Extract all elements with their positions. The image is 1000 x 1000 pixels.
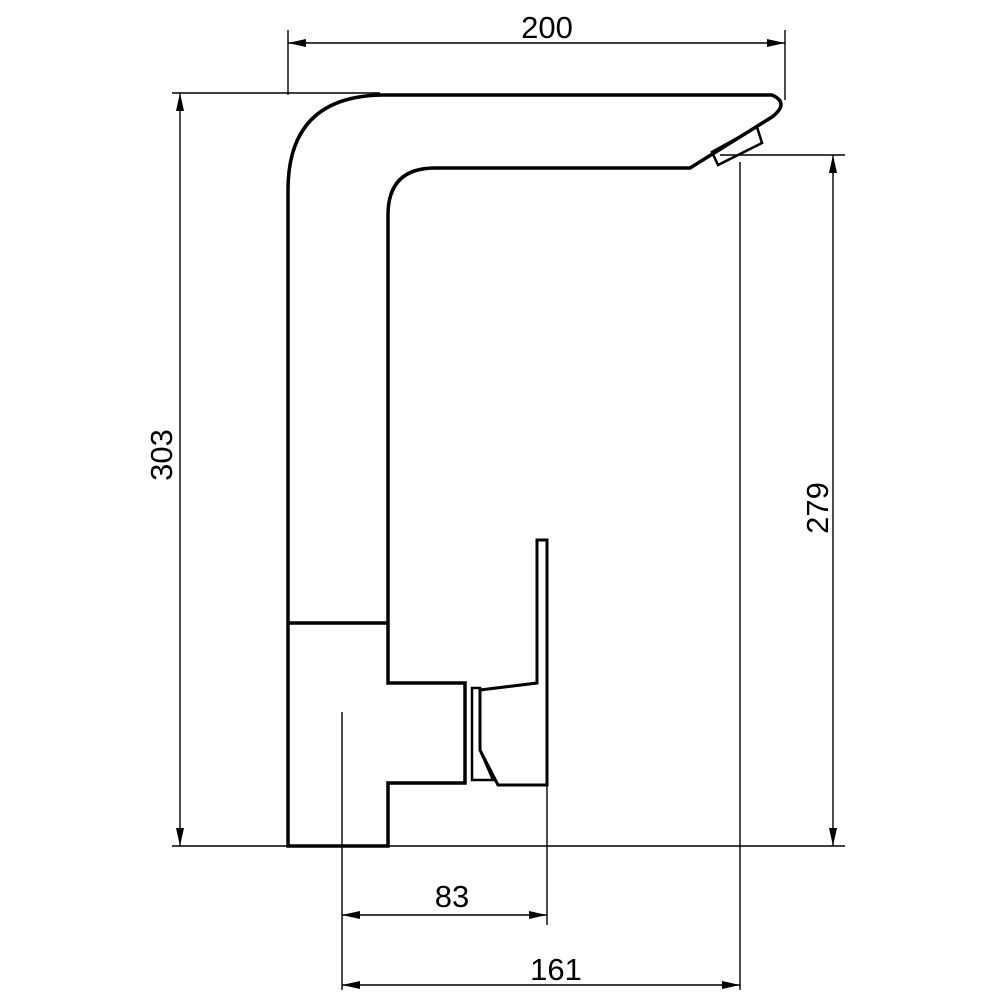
dimension-label-303: 303 (144, 429, 179, 481)
dimension-label-83: 83 (435, 879, 469, 914)
lever-handle (470, 538, 549, 787)
lever-joint (470, 686, 495, 782)
aerator-nozzle (710, 125, 764, 167)
dimension-label-279: 279 (800, 482, 835, 534)
dimension-spout-reach: 161 (342, 952, 740, 989)
extension-lines (172, 30, 845, 990)
dimension-top-width: 200 (288, 10, 785, 47)
dimension-spout-height: 279 (800, 155, 837, 846)
dimension-label-200: 200 (521, 10, 573, 45)
faucet-body (286, 93, 783, 848)
dimension-label-161: 161 (530, 952, 582, 987)
dimension-handle-offset: 83 (342, 879, 547, 919)
lever-blade (478, 538, 549, 787)
dimension-total-height: 303 (144, 93, 184, 846)
faucet-outer-outline (286, 93, 783, 848)
